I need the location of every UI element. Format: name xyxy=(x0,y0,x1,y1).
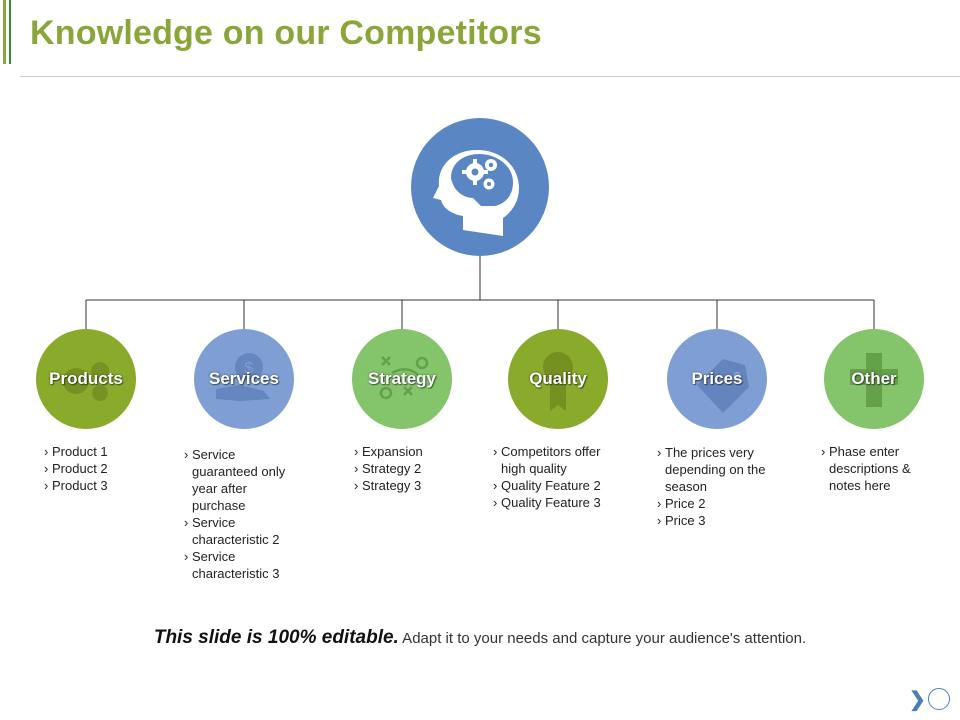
node-label: Prices xyxy=(691,369,743,388)
price-tag-icon xyxy=(697,359,749,413)
list-item: Strategy 3 xyxy=(354,477,474,494)
list-item: Price 3 xyxy=(657,512,787,529)
node-services: $ Services xyxy=(194,329,294,429)
list-item: The prices very depending on the season xyxy=(657,444,787,495)
node-label: Products xyxy=(49,369,123,388)
list-item: Strategy 2 xyxy=(354,460,474,477)
gears-icon xyxy=(63,362,109,401)
footer-bold-text: This slide is 100% editable. xyxy=(153,627,399,648)
strategy-play-icon xyxy=(379,356,429,400)
list-item: Price 2 xyxy=(657,495,787,512)
node-prices-list: The prices very depending on the season … xyxy=(657,444,787,529)
node-label: Services xyxy=(209,369,279,388)
slide-title: Knowledge on our Competitors xyxy=(30,14,542,52)
list-item: Quality Feature 3 xyxy=(493,494,623,511)
node-prices: Prices xyxy=(667,329,767,429)
chevron-right-icon[interactable]: ❯ xyxy=(909,689,926,711)
node-label: Strategy xyxy=(367,369,437,388)
footer-note: This slide is 100% editable. Adapt it to… xyxy=(0,627,960,649)
list-item: Expansion xyxy=(354,443,474,460)
circle-icon[interactable] xyxy=(928,688,950,710)
list-item: Product 1 xyxy=(44,443,154,460)
accent-bar-secondary xyxy=(9,0,11,64)
list-item: Competitors offer high quality xyxy=(493,443,623,477)
svg-text:$: $ xyxy=(245,360,254,377)
node-other-list: Phase enter descriptions & notes here xyxy=(821,443,931,494)
title-divider xyxy=(20,76,960,77)
node-other: Other xyxy=(824,329,924,429)
head-gears-icon xyxy=(433,150,519,236)
list-item: Product 3 xyxy=(44,477,154,494)
node-quality-list: Competitors offer high quality Quality F… xyxy=(493,443,623,511)
footer-text: Adapt it to your needs and capture your … xyxy=(398,630,807,647)
list-item: Service guaranteed only year after purch… xyxy=(184,446,302,514)
node-products-list: Product 1 Product 2 Product 3 xyxy=(44,443,154,494)
accent-bar xyxy=(3,0,6,64)
list-item: Quality Feature 2 xyxy=(493,477,623,494)
node-strategy-list: Expansion Strategy 2 Strategy 3 xyxy=(354,443,474,494)
node-label: Quality xyxy=(529,369,587,388)
award-ribbon-icon xyxy=(543,352,573,411)
node-strategy: Strategy xyxy=(352,329,452,429)
money-hand-icon: $ xyxy=(216,353,270,401)
node-quality: Quality xyxy=(508,329,608,429)
node-label: Other xyxy=(851,369,897,388)
node-services-list: Service guaranteed only year after purch… xyxy=(184,446,302,582)
list-item: Phase enter descriptions & notes here xyxy=(821,443,931,494)
list-item: Service characteristic 2 xyxy=(184,514,302,548)
list-item: Product 2 xyxy=(44,460,154,477)
list-item: Service characteristic 3 xyxy=(184,548,302,582)
hub-circle xyxy=(411,118,549,256)
node-products: Products xyxy=(36,329,136,429)
plus-icon xyxy=(850,353,898,407)
